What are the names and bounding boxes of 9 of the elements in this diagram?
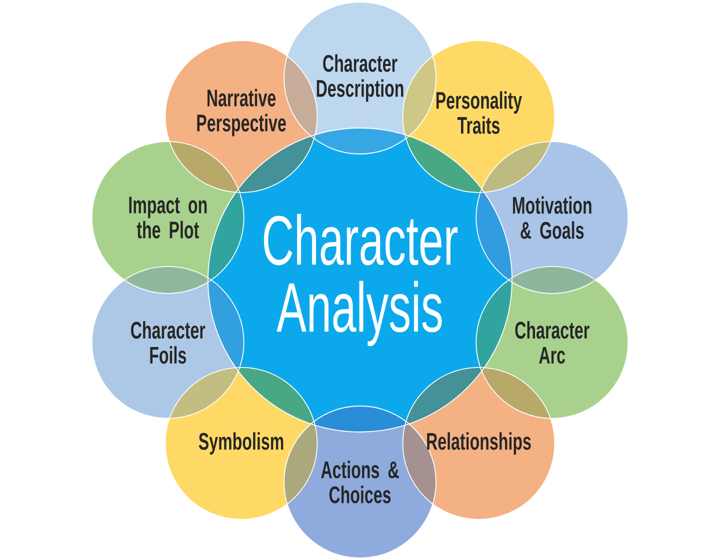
node-label: Character Foils (131, 321, 206, 364)
node-label: Personality (436, 91, 522, 114)
node-label: Narrative (208, 88, 276, 107)
node-label: Character Description (316, 54, 404, 102)
node-label: Character Arc (515, 321, 590, 364)
node-label: Symbolism (198, 432, 284, 455)
node-label: Motivation & Goals (513, 196, 592, 239)
node-label: Impact on the Plot (129, 196, 207, 238)
node-label: Actions & Choices (321, 460, 399, 504)
